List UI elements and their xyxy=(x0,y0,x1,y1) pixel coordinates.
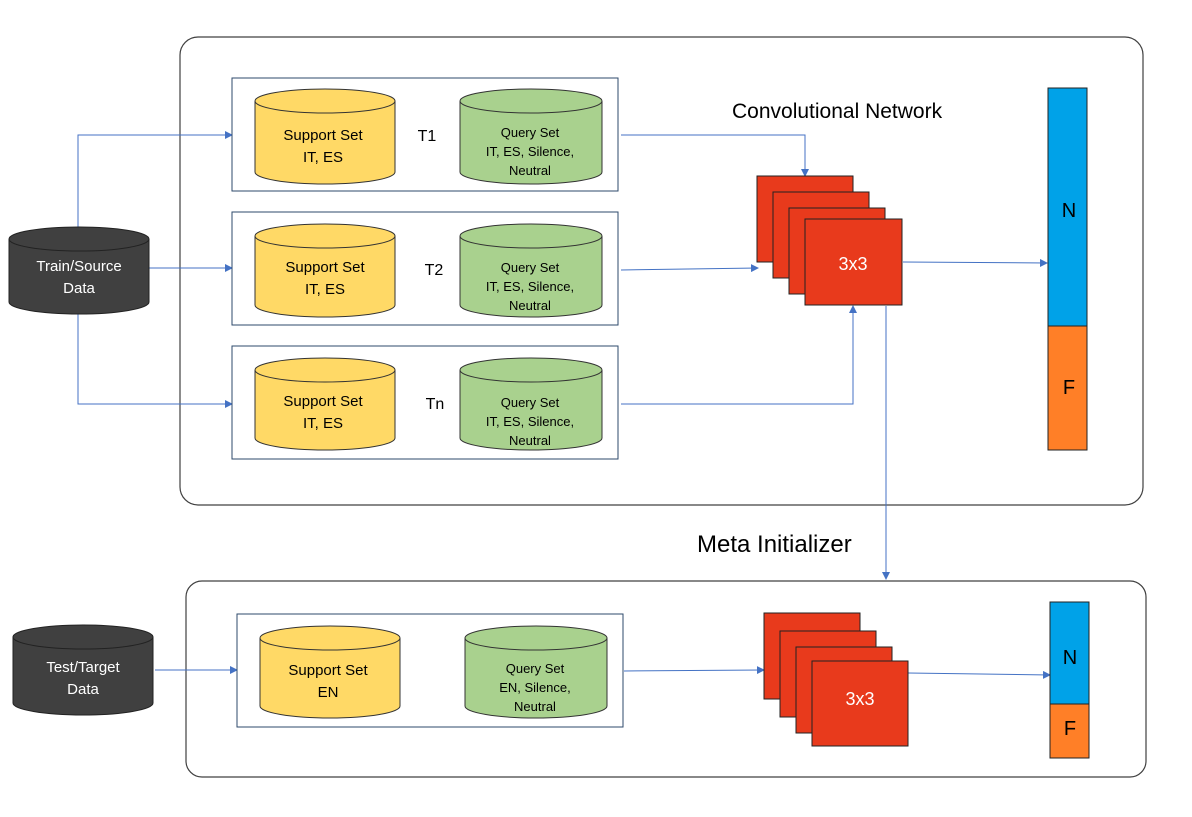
output-bar-top: N F xyxy=(1047,87,1088,451)
task-name: T2 xyxy=(425,262,444,279)
query-set-extra: Neutral xyxy=(514,699,556,714)
support-set-classes: IT, ES xyxy=(303,415,343,432)
support-set-title: Support Set xyxy=(283,127,363,144)
query-set-extra: Neutral xyxy=(509,433,551,448)
target-task-box: Support Set EN Query Set EN, Silence, Ne… xyxy=(236,613,624,728)
query-set-classes: IT, ES, Silence, xyxy=(486,144,574,159)
train-source-label-1: Train/Source xyxy=(36,258,121,275)
test-target-label-1: Test/Target xyxy=(46,659,120,676)
conv-network-label: Convolutional Network xyxy=(732,100,943,123)
train-source-label-2: Data xyxy=(63,280,95,297)
query-set-classes: EN, Silence, xyxy=(499,680,571,695)
conv-stack-top xyxy=(756,175,903,306)
conv-stack-bottom xyxy=(763,612,909,747)
output-f-label: F xyxy=(1063,377,1075,399)
task-name: T1 xyxy=(418,128,437,145)
train-source-database: Train/Source Data xyxy=(8,226,150,315)
test-target-label-2: Data xyxy=(67,681,99,698)
query-set-title: Query Set xyxy=(506,661,565,676)
output-n-label: N xyxy=(1062,200,1076,222)
support-set-title: Support Set xyxy=(288,662,368,679)
output-bar-bottom: N F xyxy=(1049,601,1090,759)
query-set-classes: IT, ES, Silence, xyxy=(486,414,574,429)
query-set-title: Query Set xyxy=(501,395,560,410)
task-box-t2: Support Set IT, ES T2 Query Set IT, ES, … xyxy=(231,211,619,326)
support-set-title: Support Set xyxy=(283,393,363,410)
query-set-classes: IT, ES, Silence, xyxy=(486,279,574,294)
task-box-tn: Support Set IT, ES Tn Query Set IT, ES, … xyxy=(231,345,619,460)
kernel-label-bottom: 3x3 xyxy=(845,689,874,709)
query-set-title: Query Set xyxy=(501,260,560,275)
query-set-title: Query Set xyxy=(501,125,560,140)
support-set-classes: IT, ES xyxy=(303,149,343,166)
output-f-label: F xyxy=(1064,718,1076,740)
support-set-title: Support Set xyxy=(285,259,365,276)
support-set-classes: EN xyxy=(318,684,339,701)
meta-initializer-label: Meta Initializer xyxy=(697,531,852,558)
support-set-classes: IT, ES xyxy=(305,281,345,298)
task-name: Tn xyxy=(426,396,445,413)
query-set-extra: Neutral xyxy=(509,163,551,178)
connectors xyxy=(77,131,1051,679)
test-target-database: Test/Target Data xyxy=(12,624,154,716)
query-set-extra: Neutral xyxy=(509,298,551,313)
output-n-label: N xyxy=(1063,647,1077,669)
kernel-label-top: 3x3 xyxy=(838,254,867,274)
task-box-t1: Support Set IT, ES T1 Query Set IT, ES, … xyxy=(231,77,619,192)
